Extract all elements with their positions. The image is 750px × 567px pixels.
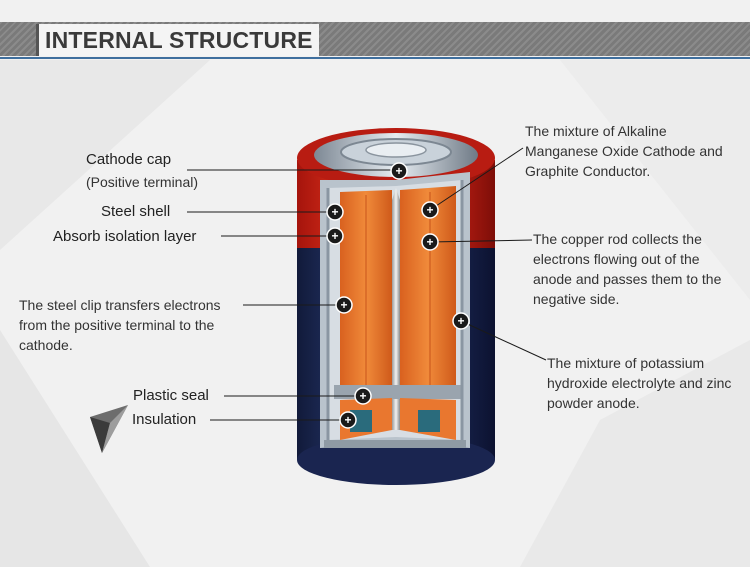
label-insulation: Insulation: [132, 411, 197, 428]
label-steel-shell: Steel shell: [101, 203, 171, 220]
svg-text:+: +: [359, 389, 366, 403]
svg-text:+: +: [395, 164, 402, 178]
pointer-logo: [90, 405, 128, 453]
svg-text:+: +: [426, 203, 433, 217]
marker-insulation: +: [339, 411, 357, 429]
marker-steel-shell: +: [326, 203, 344, 221]
svg-text:+: +: [331, 205, 338, 219]
page-title: INTERNAL STRUCTURE: [36, 24, 319, 56]
header-rule: [0, 57, 750, 59]
marker-copper-rod: +: [421, 233, 439, 251]
marker-steel-clip: +: [335, 296, 353, 314]
label-positive-terminal: (Positive terminal): [86, 174, 199, 190]
svg-text:+: +: [331, 229, 338, 243]
svg-text:+: +: [344, 413, 351, 427]
marker-plastic-seal: +: [354, 387, 372, 405]
label-absorb-isolation: Absorb isolation layer: [53, 228, 197, 245]
label-copper-rod: The copper rod collects the electrons fl…: [533, 231, 722, 307]
marker-absorb-layer: +: [326, 227, 344, 245]
svg-text:+: +: [426, 235, 433, 249]
label-potassium-mixture: The mixture of potassium hydroxide elect…: [547, 355, 732, 411]
svg-text:+: +: [340, 298, 347, 312]
marker-cathode-cap: +: [390, 162, 408, 180]
label-steel-clip: The steel clip transfers electrons from …: [19, 297, 221, 353]
marker-potassium-mixture: +: [452, 312, 470, 330]
label-cathode-cap: Cathode cap: [86, 151, 172, 168]
marker-alkaline-mixture: +: [421, 201, 439, 219]
label-plastic-seal: Plastic seal: [133, 387, 209, 404]
label-alkaline-mixture: The mixture of Alkaline Manganese Oxide …: [525, 123, 723, 179]
svg-text:+: +: [457, 314, 464, 328]
